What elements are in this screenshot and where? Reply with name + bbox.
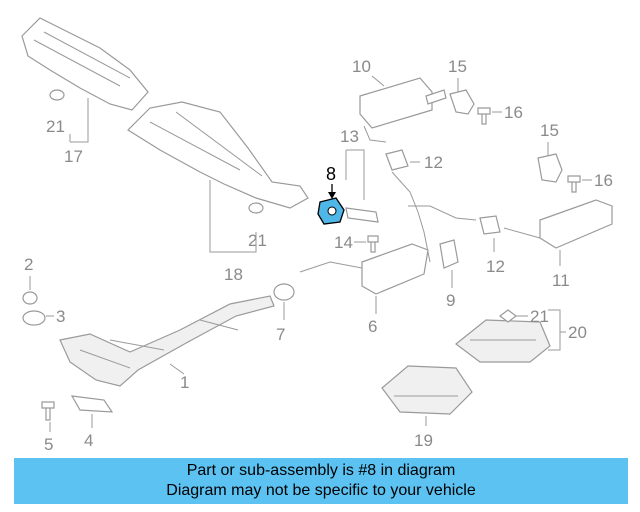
part-13-bracket[interactable] — [345, 207, 379, 223]
banner-line-1: Part or sub-assembly is #8 in diagram — [186, 462, 456, 479]
part-4-gasket[interactable] — [70, 395, 114, 413]
label-15: 15 — [448, 57, 467, 76]
label-16: 16 — [594, 171, 613, 190]
part-20-heat-shield[interactable] — [455, 319, 551, 363]
part-16-bolt[interactable] — [567, 175, 581, 193]
part-21-nut-mid[interactable] — [248, 202, 264, 214]
exhaust-parts-diagram: 21 17 21 18 10 15 16 12 13 8 — [21, 17, 613, 454]
label-6: 6 — [368, 317, 377, 336]
label-16: 16 — [504, 103, 523, 122]
part-3-gasket[interactable] — [22, 310, 46, 326]
part-6-muffler[interactable] — [299, 243, 429, 295]
part-5-bolt[interactable] — [41, 401, 55, 421]
center-pipe[interactable] — [391, 171, 477, 263]
part-19-heat-shield[interactable] — [381, 365, 473, 415]
label-2: 2 — [24, 255, 33, 274]
part-10-silencer[interactable] — [359, 77, 447, 143]
label-1: 1 — [180, 373, 189, 392]
part-14-bolt[interactable] — [367, 235, 379, 253]
label-18: 18 — [224, 265, 243, 284]
label-8: 8 — [326, 164, 336, 184]
part-15-bracket[interactable] — [537, 153, 563, 183]
part-17-heat-shield[interactable] — [21, 17, 149, 111]
banner-line-2: Diagram may not be specific to your vehi… — [166, 482, 476, 499]
info-banner: Part or sub-assembly is #8 in diagram Di… — [14, 458, 628, 504]
label-10: 10 — [352, 57, 371, 76]
label-19: 19 — [414, 431, 433, 450]
label-20: 20 — [568, 323, 587, 342]
part-16-bolt[interactable] — [477, 107, 491, 125]
part-11-muffler[interactable] — [503, 199, 613, 249]
part-8-rubber-hanger[interactable] — [317, 197, 345, 225]
part-9-hanger[interactable] — [439, 239, 459, 269]
part-1-front-pipe[interactable] — [59, 295, 275, 387]
label-12: 12 — [424, 153, 443, 172]
part-18-heat-shield[interactable] — [127, 101, 309, 209]
label-14: 14 — [334, 233, 353, 252]
label-17: 17 — [64, 147, 83, 166]
part-7-gasket[interactable] — [273, 283, 295, 301]
label-13: 13 — [340, 127, 359, 146]
part-2-nut[interactable] — [22, 291, 38, 305]
label-21: 21 — [248, 231, 267, 250]
label-21: 21 — [530, 307, 549, 326]
label-11: 11 — [552, 271, 570, 290]
label-9: 9 — [446, 291, 455, 310]
label-4: 4 — [84, 431, 93, 450]
label-15: 15 — [540, 121, 559, 140]
part-15-bracket[interactable] — [449, 89, 475, 115]
label-12: 12 — [486, 257, 505, 276]
label-5: 5 — [44, 435, 53, 454]
part-12-clamp[interactable] — [479, 215, 501, 235]
label-7: 7 — [276, 325, 285, 344]
part-12-clamp[interactable] — [385, 149, 409, 171]
part-21-nut-top[interactable] — [49, 89, 65, 101]
label-21: 21 — [46, 117, 65, 136]
label-3: 3 — [56, 307, 65, 326]
